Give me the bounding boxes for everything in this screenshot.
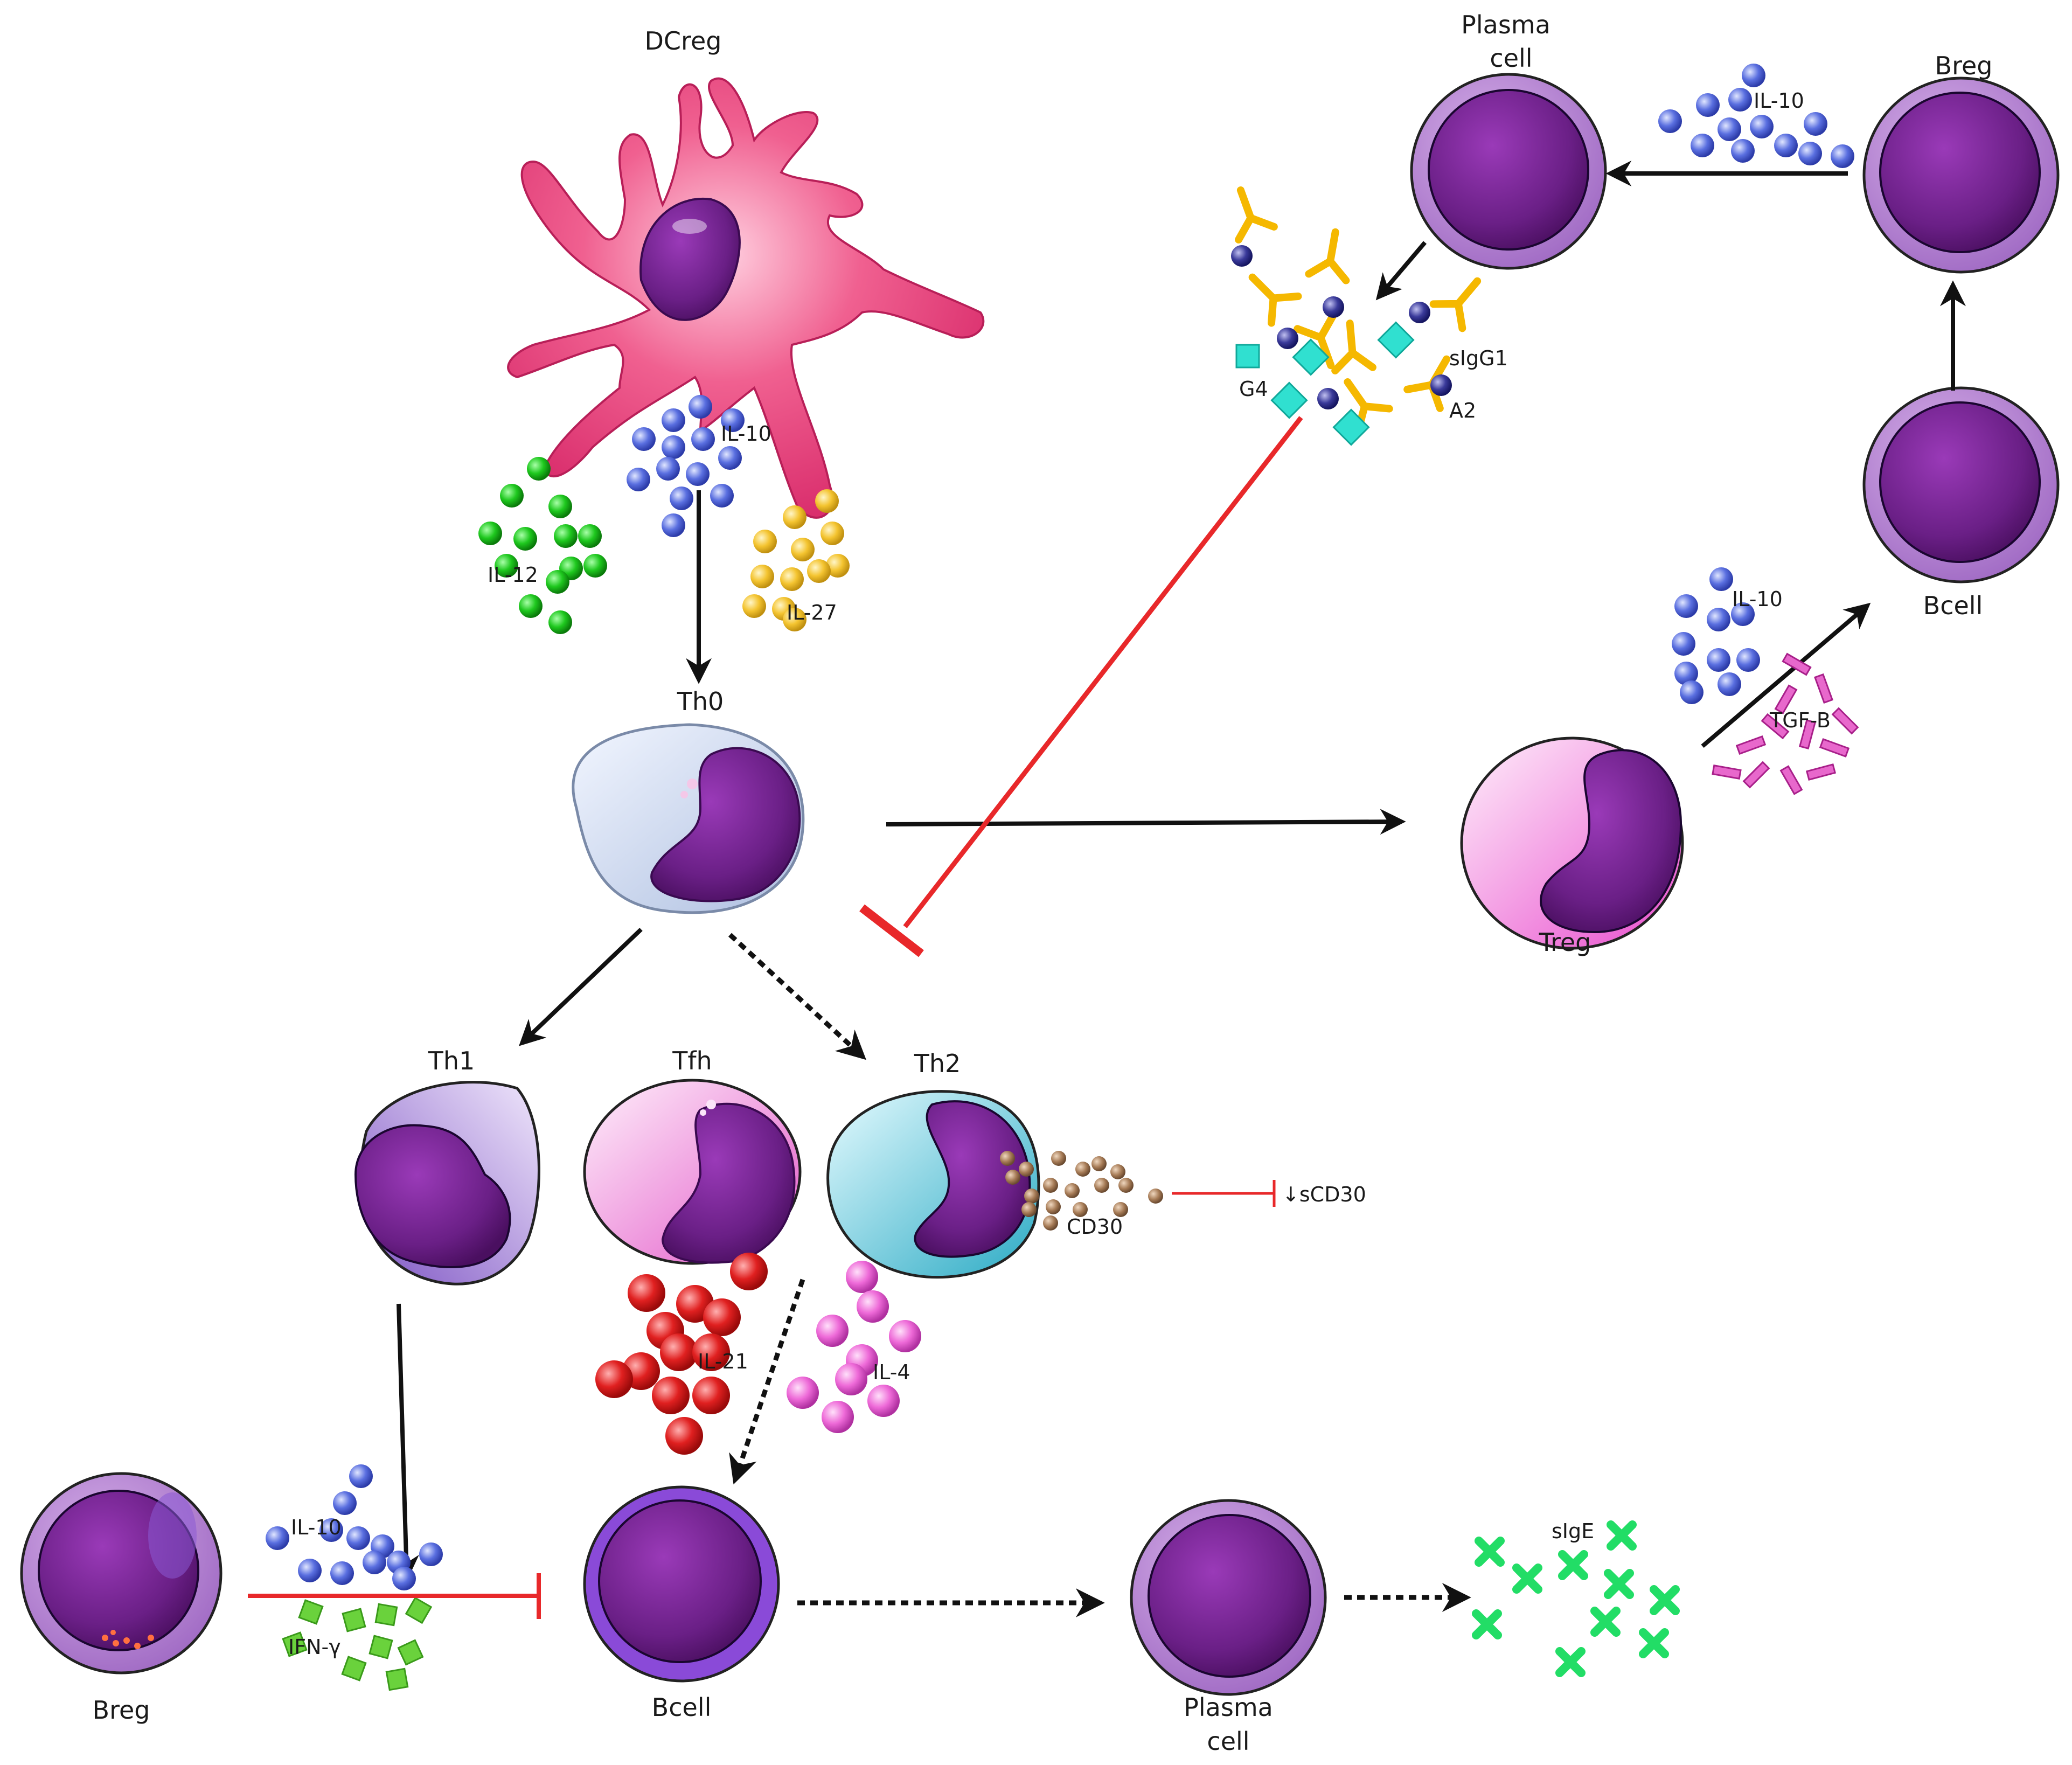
- th0-cell: [572, 723, 805, 914]
- th1-label: Th1: [428, 1046, 475, 1075]
- th0-to-th1-arrow: [519, 928, 643, 1046]
- tfh-label: Tfh: [672, 1046, 712, 1075]
- treg-to-bcell-arrow: [1701, 602, 1871, 748]
- plasma-top-label-2: cell: [1490, 44, 1532, 73]
- antibody-inhibition-line: [903, 416, 1303, 928]
- th0-to-treg-arrow: [886, 809, 1406, 835]
- il10-top-cytokines: [1658, 64, 1854, 168]
- il4-label: IL-4: [873, 1360, 910, 1384]
- ifng-molecules: [282, 1596, 433, 1691]
- cd30-molecules: [1000, 1151, 1163, 1231]
- g4-label: G4: [1239, 377, 1268, 401]
- plasma-bottom-label-2: cell: [1207, 1727, 1249, 1756]
- il10-dc-label: IL-10: [721, 422, 771, 446]
- bcell-bottom-label: Bcell: [652, 1693, 712, 1722]
- dcreg-cell: [507, 77, 985, 519]
- antibody-inhibition-bar: [859, 904, 924, 957]
- breg-top-label: Breg: [1935, 51, 1993, 80]
- plasma-to-antibodies-arrow: [1375, 241, 1427, 301]
- th1-down-arrow: [393, 1303, 419, 1581]
- il12-cytokines: [478, 457, 607, 634]
- il21-label: IL-21: [698, 1350, 748, 1373]
- th0-to-th2-dotted-arrow: [728, 933, 866, 1060]
- bcell-right-cell: [1862, 386, 2060, 583]
- plasma-bottom-cell: [1130, 1499, 1327, 1696]
- a2-label: A2: [1449, 399, 1476, 422]
- th2-label: Th2: [914, 1049, 961, 1078]
- scd30-label: ↓sCD30: [1282, 1183, 1366, 1206]
- il27-label: IL-27: [787, 601, 837, 624]
- cd30-label: CD30: [1067, 1215, 1123, 1239]
- antibody-cluster: [1231, 186, 1482, 446]
- il21-cytokines: [595, 1253, 768, 1455]
- breg-bottom-cell: [20, 1472, 223, 1674]
- il10-top-label: IL-10: [1754, 89, 1804, 113]
- sige-antibodies: [1472, 1520, 1680, 1677]
- tgfb-molecules: [1712, 652, 1859, 795]
- il10-breg-label: IL-10: [291, 1516, 342, 1539]
- th2-cell: [826, 1090, 1040, 1279]
- sigg1-label: sIgG1: [1449, 346, 1508, 370]
- bcell-bottom-cell: [583, 1485, 780, 1683]
- tgfb-label: TGF-B: [1769, 708, 1831, 732]
- sige-label: sIgE: [1552, 1519, 1594, 1543]
- bcell-right-label: Bcell: [1923, 591, 1983, 620]
- il4-cytokines: [787, 1261, 921, 1433]
- il10-dc-cytokines: [627, 395, 745, 537]
- plasma-top-cell: [1410, 73, 1607, 270]
- tfh-cell: [583, 1079, 802, 1265]
- il10-treg-label: IL-10: [1732, 587, 1783, 611]
- th0-label: Th0: [677, 687, 724, 716]
- plasma-top-label-1: Plasma: [1461, 10, 1550, 39]
- breg-top-cell: [1862, 77, 2060, 274]
- treg-label: Treg: [1539, 928, 1591, 957]
- dcreg-label: DCreg: [645, 26, 722, 55]
- th2-to-bcell-dotted-arrow: [729, 1278, 805, 1485]
- il12-label: IL-12: [488, 563, 538, 587]
- treg-cell: [1460, 736, 1684, 950]
- th1-cell: [354, 1081, 540, 1285]
- breg-bottom-label: Breg: [93, 1695, 150, 1725]
- ifng-label: IFN-γ: [288, 1635, 341, 1659]
- plasma-bottom-label-1: Plasma: [1184, 1693, 1273, 1722]
